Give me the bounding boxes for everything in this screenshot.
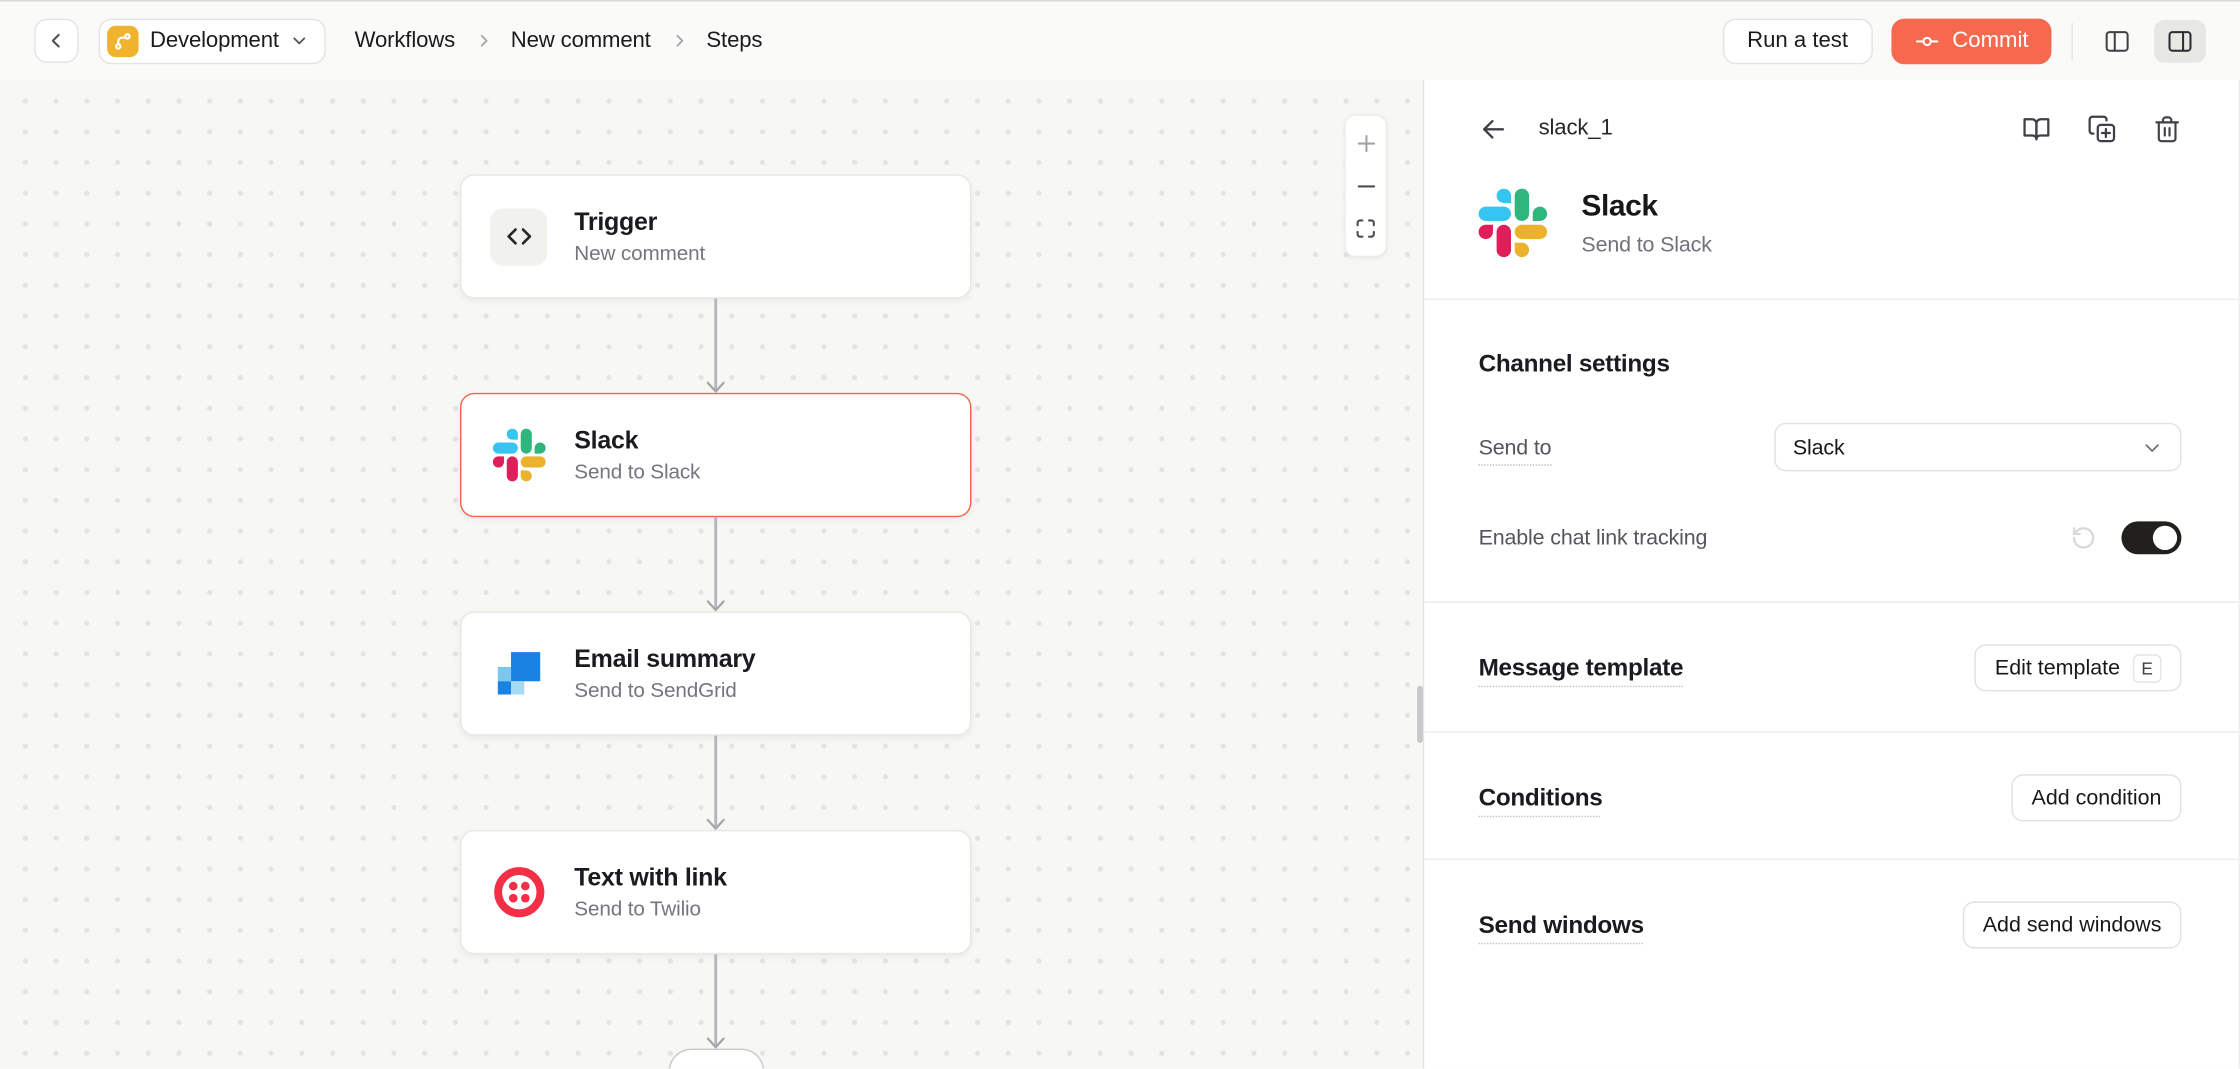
top-bar: Development Workflows New comment Steps … bbox=[0, 0, 2240, 80]
message-template-row: Message template Edit template E bbox=[1478, 644, 2182, 692]
connector-arrow bbox=[706, 298, 725, 393]
link-tracking-row: Enable chat link tracking bbox=[1478, 521, 2182, 555]
breadcrumb-workflows[interactable]: Workflows bbox=[354, 27, 456, 53]
book-open-icon bbox=[2021, 114, 2051, 144]
main-area: Trigger New comment Slack Send to Slack bbox=[0, 79, 2240, 1069]
shortcut-key-badge: E bbox=[2132, 653, 2162, 683]
slack-logo bbox=[1478, 188, 1548, 258]
node-title: Email summary bbox=[574, 644, 756, 673]
git-branch-icon bbox=[107, 24, 139, 57]
channel-settings-heading: Channel settings bbox=[1478, 349, 1670, 378]
link-tracking-label: Enable chat link tracking bbox=[1478, 525, 1708, 550]
toggle-right-panel-button[interactable] bbox=[2154, 19, 2206, 63]
send-to-label: Send to bbox=[1478, 434, 1552, 460]
send-to-select[interactable]: Slack bbox=[1774, 422, 2182, 472]
minus-icon bbox=[1354, 174, 1378, 198]
git-commit-icon bbox=[1914, 28, 1940, 54]
copy-plus-icon bbox=[2087, 114, 2117, 144]
code-icon bbox=[489, 207, 548, 265]
back-button[interactable] bbox=[34, 18, 79, 63]
slack-icon bbox=[490, 426, 547, 483]
connector-arrow bbox=[706, 735, 725, 830]
chevron-right-icon bbox=[474, 31, 493, 50]
step-settings-panel: slack_1 Slack bbox=[1424, 79, 2240, 1069]
fit-view-button[interactable] bbox=[1344, 207, 1387, 250]
breadcrumb-workflow-name[interactable]: New comment bbox=[510, 27, 651, 53]
next-node-partial[interactable] bbox=[668, 1048, 765, 1069]
add-condition-button[interactable]: Add condition bbox=[2011, 774, 2182, 822]
zoom-in-button[interactable] bbox=[1344, 121, 1387, 164]
edit-template-button[interactable]: Edit template E bbox=[1974, 644, 2182, 692]
breadcrumb-steps[interactable]: Steps bbox=[706, 27, 763, 53]
step-key-label: slack_1 bbox=[1538, 115, 1613, 140]
section-divider bbox=[1424, 858, 2239, 860]
commit-label: Commit bbox=[1952, 27, 2029, 53]
step-subtitle: Send to Slack bbox=[1581, 232, 1712, 257]
arrow-left-icon bbox=[1479, 114, 1509, 144]
step-title: Slack bbox=[1581, 189, 1658, 223]
duplicate-step-button[interactable] bbox=[2087, 114, 2117, 144]
connector-arrow bbox=[706, 517, 725, 612]
chevron-down-icon bbox=[2141, 436, 2162, 457]
node-subtitle: New comment bbox=[574, 242, 706, 266]
node-title: Trigger bbox=[574, 207, 658, 236]
section-divider bbox=[1424, 298, 2239, 300]
panel-back-button[interactable] bbox=[1479, 114, 1509, 144]
breadcrumb: Workflows New comment Steps bbox=[355, 28, 763, 54]
link-tracking-toggle[interactable] bbox=[2121, 521, 2182, 555]
environment-selector[interactable]: Development bbox=[98, 17, 327, 64]
step-identity: Slack Send to Slack bbox=[1478, 188, 2182, 258]
conditions-heading: Conditions bbox=[1478, 783, 1603, 811]
node-text-with-link[interactable]: Text with link Send to Twilio bbox=[459, 829, 972, 955]
delete-step-button[interactable] bbox=[2153, 114, 2182, 144]
send-to-row: Send to Slack bbox=[1478, 422, 2182, 472]
send-windows-heading: Send windows bbox=[1478, 910, 1645, 938]
canvas-scrollbar-thumb[interactable] bbox=[1416, 685, 1423, 743]
sendgrid-icon bbox=[490, 645, 547, 702]
node-subtitle: Send to SendGrid bbox=[574, 679, 737, 703]
panel-left-icon bbox=[2103, 26, 2132, 55]
maximize-icon bbox=[1354, 217, 1377, 240]
add-send-windows-button[interactable]: Add send windows bbox=[1962, 901, 2182, 949]
node-subtitle: Send to Twilio bbox=[574, 898, 701, 922]
node-subtitle: Send to Slack bbox=[574, 461, 701, 485]
trash-icon bbox=[2153, 114, 2182, 144]
send-windows-row: Send windows Add send windows bbox=[1478, 901, 2182, 949]
reset-button[interactable] bbox=[2070, 524, 2097, 551]
topbar-divider bbox=[2071, 22, 2073, 60]
zoom-out-button[interactable] bbox=[1344, 164, 1387, 207]
environment-label: Development bbox=[149, 27, 279, 53]
twilio-icon bbox=[490, 864, 547, 921]
canvas-zoom-controls bbox=[1344, 114, 1388, 258]
node-email-summary[interactable]: Email summary Send to SendGrid bbox=[459, 611, 972, 736]
rotate-ccw-icon bbox=[2070, 524, 2097, 551]
docs-button[interactable] bbox=[2021, 114, 2051, 144]
panel-right-icon bbox=[2166, 26, 2195, 55]
chevron-left-icon bbox=[46, 30, 67, 51]
message-template-heading: Message template bbox=[1478, 653, 1684, 681]
chevron-right-icon bbox=[669, 31, 688, 50]
toggle-left-panel-button[interactable] bbox=[2091, 19, 2142, 62]
node-slack[interactable]: Slack Send to Slack bbox=[459, 392, 972, 518]
send-to-selected-value: Slack bbox=[1792, 434, 1845, 460]
commit-button[interactable]: Commit bbox=[1890, 17, 2052, 64]
workflow-canvas[interactable]: Trigger New comment Slack Send to Slack bbox=[0, 79, 1425, 1069]
section-divider bbox=[1424, 601, 2239, 603]
chevron-down-icon bbox=[290, 31, 309, 50]
plus-icon bbox=[1354, 131, 1378, 155]
node-title: Slack bbox=[574, 425, 639, 455]
node-title: Text with link bbox=[574, 862, 727, 892]
panel-header-actions bbox=[2021, 114, 2181, 144]
run-a-test-button[interactable]: Run a test bbox=[1722, 17, 1873, 64]
node-trigger[interactable]: Trigger New comment bbox=[459, 174, 972, 299]
panel-header: slack_1 bbox=[1479, 107, 2182, 150]
conditions-row: Conditions Add condition bbox=[1478, 774, 2182, 822]
section-divider bbox=[1424, 731, 2239, 733]
connector-arrow bbox=[706, 954, 725, 1049]
